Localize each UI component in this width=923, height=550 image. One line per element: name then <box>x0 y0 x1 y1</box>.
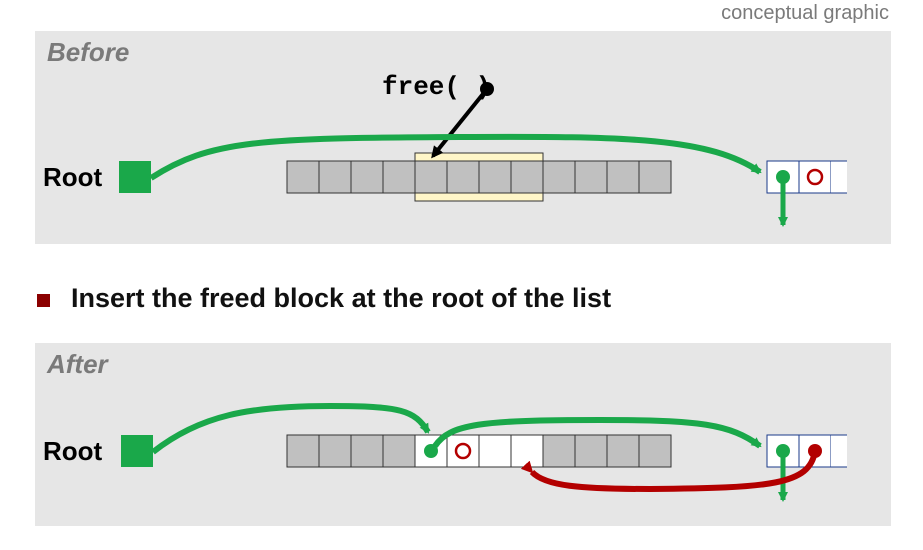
after-list-block <box>766 434 847 468</box>
after-root-label: Root <box>43 436 103 466</box>
conceptual-graphic-note: conceptual graphic <box>721 2 889 24</box>
before-heap-block <box>286 152 672 202</box>
after-root-arrow-icon <box>151 402 431 455</box>
free-arrow-icon <box>431 87 489 159</box>
bullet-point: Insert the freed block at the root of th… <box>37 283 611 314</box>
before-root-arrow-icon <box>149 133 762 181</box>
after-root-square-icon <box>121 435 153 467</box>
after-freed-to-list-arrow-icon <box>432 416 762 449</box>
after-freed-next-dot-icon <box>424 444 438 458</box>
after-label: After <box>47 349 108 379</box>
bullet-text: Insert the freed block at the root of th… <box>71 283 612 313</box>
before-root-square-icon <box>119 161 151 193</box>
before-prev-pointer-circle-icon <box>806 168 824 186</box>
after-prev-back-arrow-icon <box>520 450 818 493</box>
free-call-label: free(●) <box>382 72 491 102</box>
after-heap-block <box>286 434 672 468</box>
bullet-square-icon <box>37 294 50 307</box>
before-list-block <box>766 160 847 194</box>
after-freed-prev-circle-icon <box>454 442 472 460</box>
before-label: Before <box>47 37 130 67</box>
before-root-label: Root <box>43 162 103 192</box>
